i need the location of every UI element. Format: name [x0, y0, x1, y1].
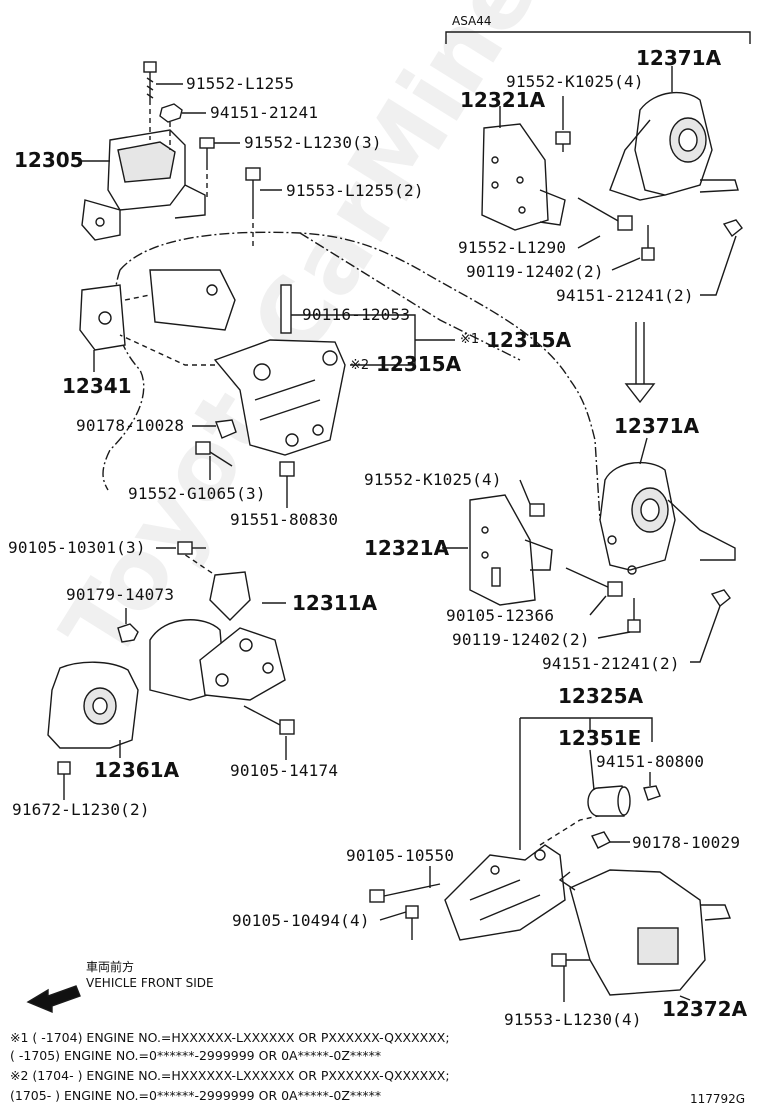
- nut-90178-10028: [215, 419, 237, 439]
- label-90119-12402-2-upper: 90119-12402(2): [466, 262, 604, 281]
- label-94151-21241-2-lower: 94151-21241(2): [542, 654, 680, 673]
- label-91552-K1025-4-upper: 91552-K1025(4): [506, 72, 644, 91]
- label-12311A: 12311A: [292, 591, 378, 615]
- bolt-90119-12402-upper: [641, 225, 655, 261]
- label-12325A: 12325A: [558, 684, 644, 708]
- label-90119-12402-2-lower: 90119-12402(2): [452, 630, 590, 649]
- label-90105-14174: 90105-14174: [230, 761, 339, 780]
- front-label-jp: 車両前方: [86, 960, 135, 974]
- label-12372A: 12372A: [662, 997, 748, 1021]
- bolt-91552-L1290: [577, 197, 633, 231]
- bolt-90105-12366: [565, 567, 623, 597]
- label-12321A-upper: 12321A: [460, 88, 546, 112]
- bolt-90119-12402-lower: [627, 598, 641, 633]
- label-91552-L1230-3: 91552-L1230(3): [244, 133, 382, 152]
- label-90179-14073: 90179-14073: [66, 585, 175, 604]
- bolt-90105-10494: [405, 905, 419, 940]
- nut-94151-21241-lower: [710, 589, 731, 608]
- label-12315A-sub: 12315A: [376, 352, 462, 376]
- part-12372A: [558, 869, 731, 996]
- label-12315A-main: 12315A: [486, 328, 572, 352]
- part-12311A: [149, 549, 286, 701]
- bolt-91552-K1025-upper: [555, 131, 571, 152]
- label-12341: 12341: [62, 374, 132, 398]
- part-12315A: [119, 284, 346, 456]
- nut-94151-80800: [643, 785, 661, 801]
- part-12361A: [47, 661, 139, 749]
- label-91552-G1065-3: 91552-G1065(3): [128, 484, 266, 503]
- label-91551-80830: 91551-80830: [230, 510, 339, 529]
- bolt-91552-K1025-lower: [529, 503, 545, 517]
- label-90178-10028: 90178-10028: [76, 416, 185, 435]
- label-91553-L1230-4: 91553-L1230(4): [504, 1010, 642, 1029]
- bolt-91552-L1230: [199, 137, 215, 165]
- label-12361A: 12361A: [94, 758, 180, 782]
- bolt-91551-80830: [279, 461, 295, 490]
- bolt-91553-L1255: [245, 167, 261, 214]
- front-arrow: [26, 985, 81, 1014]
- label-91552-L1255: 91552-L1255: [186, 74, 295, 93]
- footnote-2a: ※2 (1704- ) ENGINE NO.=HXXXXXX-LXXXXXX O…: [10, 1068, 450, 1083]
- label-12351E: 12351E: [558, 726, 642, 750]
- label-12305: 12305: [14, 148, 84, 172]
- label-91552-L1290: 91552-L1290: [458, 238, 567, 257]
- part-12325A: [444, 815, 599, 941]
- transition-arrow: [624, 322, 656, 404]
- bolt-90105-10301: [177, 541, 206, 555]
- label-90105-10550: 90105-10550: [346, 846, 455, 865]
- bolt-91552-L1255: [143, 61, 157, 100]
- label-90105-10494-4: 90105-10494(4): [232, 911, 370, 930]
- label-91552-K1025-4-lower: 91552-K1025(4): [364, 470, 502, 489]
- part-12351E: [587, 785, 631, 817]
- leader-lines: [63, 66, 737, 1002]
- variant-label: ASA44: [452, 14, 492, 28]
- label-91672-L1230-2: 91672-L1230(2): [12, 800, 150, 819]
- label-94151-21241-2-upper: 94151-21241(2): [556, 286, 694, 305]
- part-12321A-lower: [469, 494, 553, 606]
- front-label-en: VEHICLE FRONT SIDE: [86, 976, 214, 990]
- label-94151-80800: 94151-80800: [596, 752, 705, 771]
- bolt-91672-L1230: [57, 761, 71, 792]
- mark-1: ※1: [460, 332, 480, 347]
- label-90105-10301-3: 90105-10301(3): [8, 538, 146, 557]
- label-90105-12366: 90105-12366: [446, 606, 555, 625]
- diagram-id: 117792G: [690, 1092, 746, 1106]
- variant-bracket: [445, 31, 751, 44]
- label-12321A-lower: 12321A: [364, 536, 450, 560]
- bolt-91552-G1065: [195, 441, 233, 467]
- label-94151-21241: 94151-21241: [210, 103, 319, 122]
- bolt-91553-L1230: [551, 953, 590, 967]
- nut-90179-14073: [117, 623, 139, 643]
- part-12305: [81, 129, 206, 241]
- label-90116-12053: 90116-12053: [302, 305, 411, 324]
- label-12371A-upper: 12371A: [636, 46, 722, 70]
- mark-2: ※2: [350, 358, 370, 373]
- part-12321A-upper: [481, 123, 566, 231]
- label-12371A-lower: 12371A: [614, 414, 700, 438]
- part-12341: [79, 269, 236, 351]
- footnote-1a: ※1 ( -1704) ENGINE NO.=HXXXXXX-LXXXXXX O…: [10, 1030, 450, 1045]
- part-12371A-upper: [609, 91, 739, 201]
- bolt-90105-14174: [243, 705, 295, 735]
- group-bracket-12325A: [519, 717, 653, 850]
- nut-94151-21241-upper: [722, 219, 743, 238]
- footnote-2b: (1705- ) ENGINE NO.=0******-2999999 OR 0…: [10, 1088, 382, 1103]
- label-91553-L1255-2: 91553-L1255(2): [286, 181, 424, 200]
- part-12371A-lower: [599, 461, 736, 575]
- label-90178-10029: 90178-10029: [632, 833, 741, 852]
- nut-90178-10029: [591, 831, 611, 849]
- footnote-1b: ( -1705) ENGINE NO.=0******-2999999 OR 0…: [10, 1048, 382, 1063]
- nut-94151-21241: [159, 103, 183, 123]
